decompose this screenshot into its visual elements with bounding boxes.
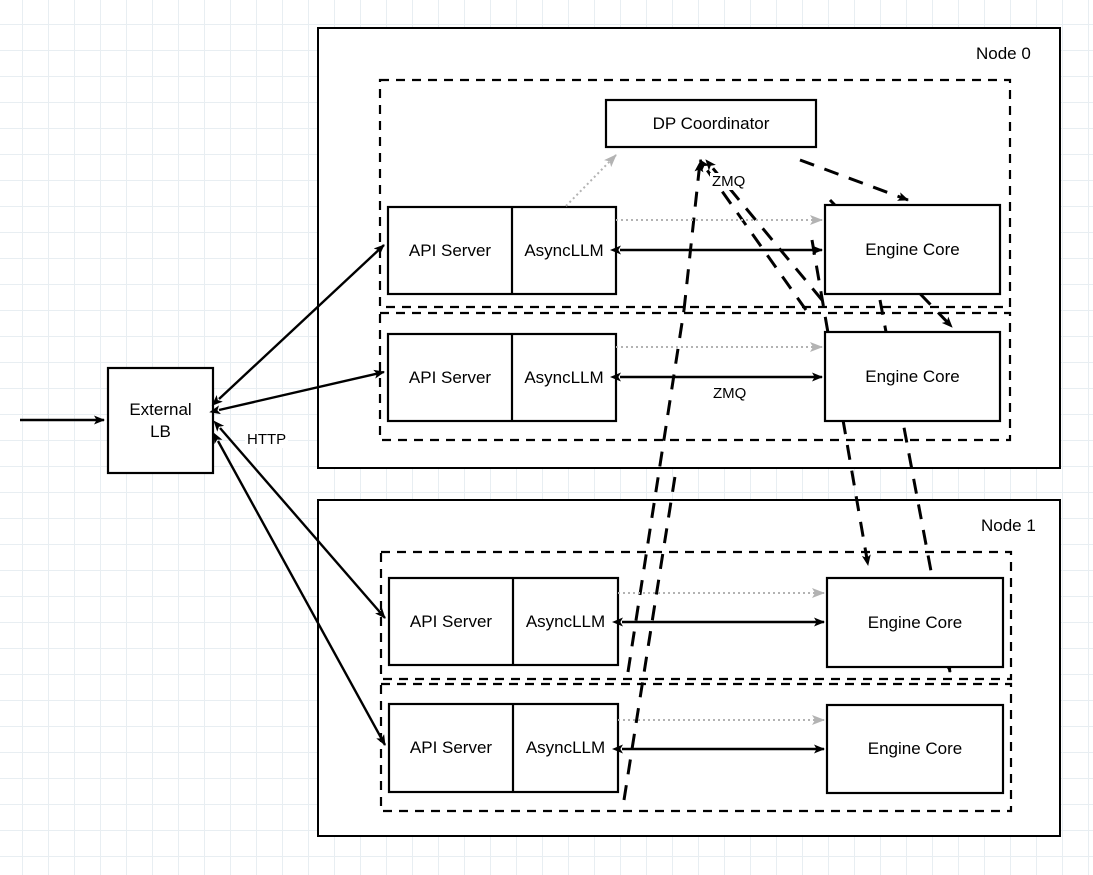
replica-3-api-server-label: API Server [409, 738, 493, 758]
replica-2-engine-box [825, 576, 1005, 669]
replica-3-asyncllm-label: AsyncLLM [525, 738, 606, 758]
external-lb-box [106, 366, 215, 475]
replica-2-api-server-label: API Server [409, 611, 493, 631]
replica-0-engine-box [823, 203, 1002, 296]
replica-0-engine-core-label: Engine Core [865, 239, 960, 259]
replica-1-asyncllm-label: AsyncLLM [524, 367, 604, 387]
external-lb-label-line1: External [129, 400, 192, 420]
replica-1-api-box [386, 332, 618, 423]
http-link-replica-3 [213, 432, 387, 746]
dp-coordinator-box [604, 98, 818, 149]
external-lb-label-line2: LB [150, 421, 171, 441]
external-lb-label: External LB [108, 368, 213, 473]
replica-0-dotted-to-coordinator [565, 154, 617, 207]
replica-1-engine-box [823, 330, 1002, 423]
replica-0-asyncllm-label: AsyncLLM [524, 240, 604, 260]
replica-group-2 [379, 550, 1013, 681]
replica-3-engine-box [825, 703, 1005, 795]
replica-group-1 [378, 311, 1012, 442]
replica-2-api-box [387, 576, 620, 667]
node-1-label: Node 1 [981, 516, 1036, 535]
replica-3-api-box [387, 702, 620, 794]
zmq-replica-1-edge-label: ZMQ [711, 385, 749, 402]
replica-group-3 [379, 682, 1013, 813]
replica-1-engine-core-label: Engine Core [865, 366, 960, 386]
http-link-replica-1 [209, 369, 385, 415]
replica-0-api-box [386, 205, 618, 296]
replica-group-0 [378, 78, 1012, 309]
replica-2-asyncllm-label: AsyncLLM [525, 611, 606, 631]
dp-coordinator-label: DP Coordinator [652, 113, 770, 133]
replica-3-engine-core-label: Engine Core [867, 739, 963, 759]
replica-1-api-server-label: API Server [408, 367, 492, 387]
node-0-label: Node 0 [976, 44, 1031, 63]
http-links [209, 244, 387, 746]
replica-0-api-server-label: API Server [408, 240, 492, 260]
http-edge-label: HTTP [245, 431, 289, 448]
replica-2-engine-core-label: Engine Core [867, 612, 963, 632]
zmq-coordinator-edge-label: ZMQ [710, 173, 748, 190]
